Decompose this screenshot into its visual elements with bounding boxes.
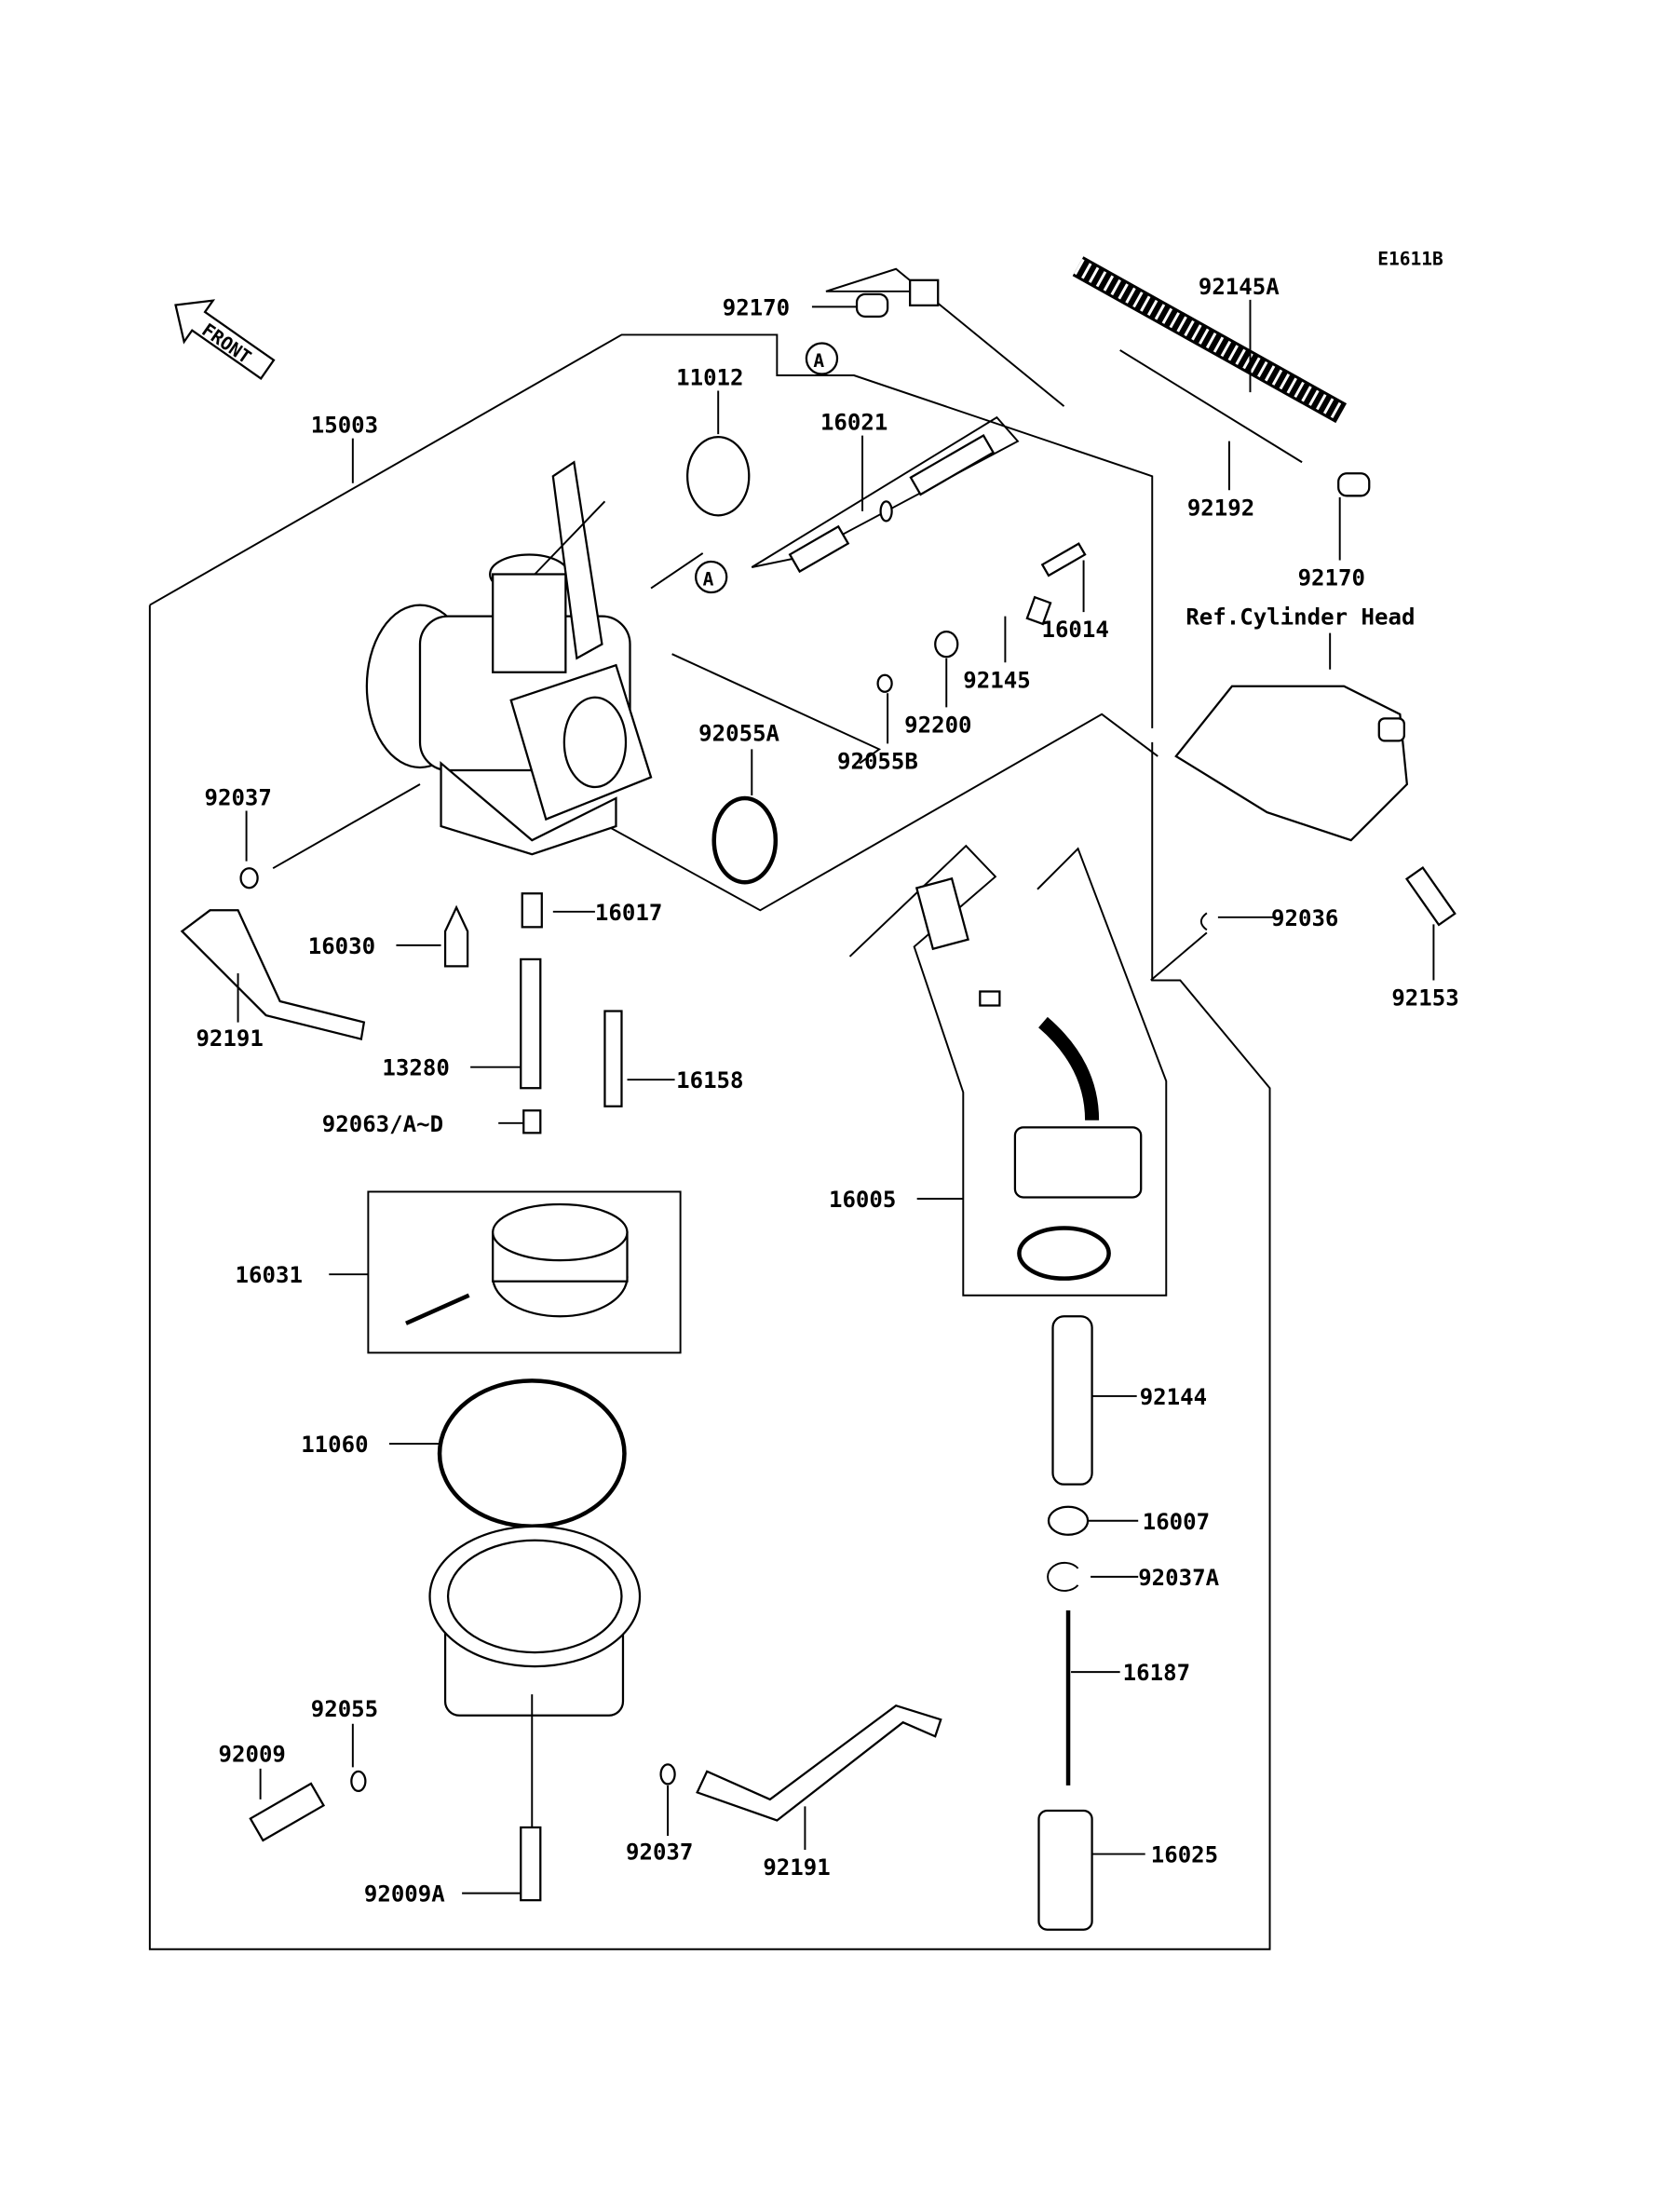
part-label: 16007 — [1143, 1509, 1210, 1535]
float-bowl — [428, 1525, 642, 1717]
92037A-clip — [1047, 1561, 1079, 1592]
tube-end — [909, 278, 940, 306]
cylinder-head-part — [1174, 685, 1409, 842]
11060-gasket — [437, 1378, 627, 1529]
part-label: 16025 — [1151, 1842, 1218, 1868]
part-label: 92055B — [837, 748, 918, 774]
part-label: 92200 — [904, 712, 971, 738]
92153-bolt — [1404, 866, 1456, 927]
92192-tube — [650, 267, 1303, 590]
92009-screw — [249, 1782, 326, 1842]
part-label: 16031 — [236, 1262, 303, 1288]
16005-group-box — [848, 844, 1168, 1297]
16021-screw — [909, 434, 996, 496]
16007-seat — [1047, 1505, 1090, 1536]
part-label: 92009 — [219, 1741, 286, 1767]
part-label: 13280 — [382, 1055, 449, 1081]
part-label: 92145 — [963, 667, 1030, 693]
92170-clamp — [855, 292, 889, 319]
svg-text:A: A — [703, 569, 714, 591]
92063-jet — [522, 1109, 542, 1134]
leader-lines — [237, 299, 1435, 1894]
part-label: 92144 — [1140, 1384, 1207, 1410]
leader-line — [671, 653, 882, 765]
leader-line — [594, 713, 1158, 912]
16021-group-box — [751, 415, 1020, 568]
reference-note: Ref.Cylinder Head — [1185, 604, 1415, 631]
part-label: 16021 — [820, 410, 887, 436]
part-label: 16017 — [595, 900, 662, 926]
92037-clip — [659, 1763, 676, 1786]
part-label: 92192 — [1187, 495, 1254, 521]
16030-needle — [443, 904, 469, 968]
92036-clip — [1199, 912, 1208, 931]
part-label: 92037 — [626, 1840, 693, 1866]
part-label: 92037 — [204, 785, 271, 811]
part-label: 16005 — [829, 1187, 896, 1213]
o-ring — [879, 500, 893, 523]
callout-a-body: A — [695, 560, 728, 594]
92037-clip — [239, 867, 259, 890]
92055-o-ring — [350, 1770, 367, 1793]
92191-tube — [696, 1704, 942, 1822]
part-label: 16030 — [308, 933, 375, 959]
92009A-bolt — [520, 1826, 542, 1902]
92055B-o-ring — [876, 673, 893, 693]
16158-jet — [603, 1010, 623, 1107]
16005-choke — [915, 876, 1143, 1281]
svg-text:A: A — [813, 350, 824, 372]
part-label: 92055 — [311, 1696, 378, 1722]
part-label: 92009A — [364, 1881, 445, 1908]
leader-line — [1150, 931, 1208, 982]
part-label: 92153 — [1391, 985, 1458, 1012]
part-label: 15003 — [311, 413, 378, 439]
part-label: 16014 — [1041, 617, 1108, 643]
16031-group-box — [367, 1190, 682, 1354]
92144-spring — [1051, 1315, 1093, 1486]
92145A-spring — [1072, 256, 1348, 424]
part-label: 92170 — [1298, 565, 1365, 591]
assembly-outline — [149, 333, 1154, 728]
part-label: 92145A — [1199, 274, 1280, 300]
92145-spring — [1025, 595, 1052, 626]
part-label: 92037A — [1138, 1565, 1219, 1591]
13280-emulsion-tube — [520, 957, 542, 1090]
carburetor-body — [365, 460, 653, 856]
11012-cap — [686, 436, 751, 517]
part-label: 92191 — [196, 1025, 263, 1052]
92055A-o-ring — [711, 795, 779, 885]
16021-spring — [788, 524, 850, 574]
part-label: 92036 — [1271, 905, 1338, 931]
92170-clamp — [1337, 472, 1371, 497]
part-label: 92063/A~D — [322, 1111, 443, 1137]
part-label: 11012 — [676, 365, 743, 391]
92200-washer — [934, 631, 959, 659]
diagram-code: E1611B — [1377, 248, 1443, 269]
front-arrow-icon: FRONT — [174, 299, 276, 380]
16014-screw — [1040, 542, 1087, 577]
16031-float — [405, 1202, 629, 1325]
16017-jet — [521, 892, 543, 929]
part-label: 92170 — [723, 294, 790, 320]
part-label: 16187 — [1123, 1660, 1190, 1686]
part-label: 92191 — [763, 1854, 830, 1881]
part-label: 16158 — [676, 1067, 743, 1093]
92191-tube — [180, 909, 366, 1040]
callout-a-top: A — [805, 342, 839, 375]
part-label: 92055A — [698, 720, 779, 746]
assembly-outline-right — [148, 604, 1271, 1950]
part-label: 11060 — [301, 1432, 368, 1458]
16025-throttle-valve — [1037, 1809, 1093, 1931]
